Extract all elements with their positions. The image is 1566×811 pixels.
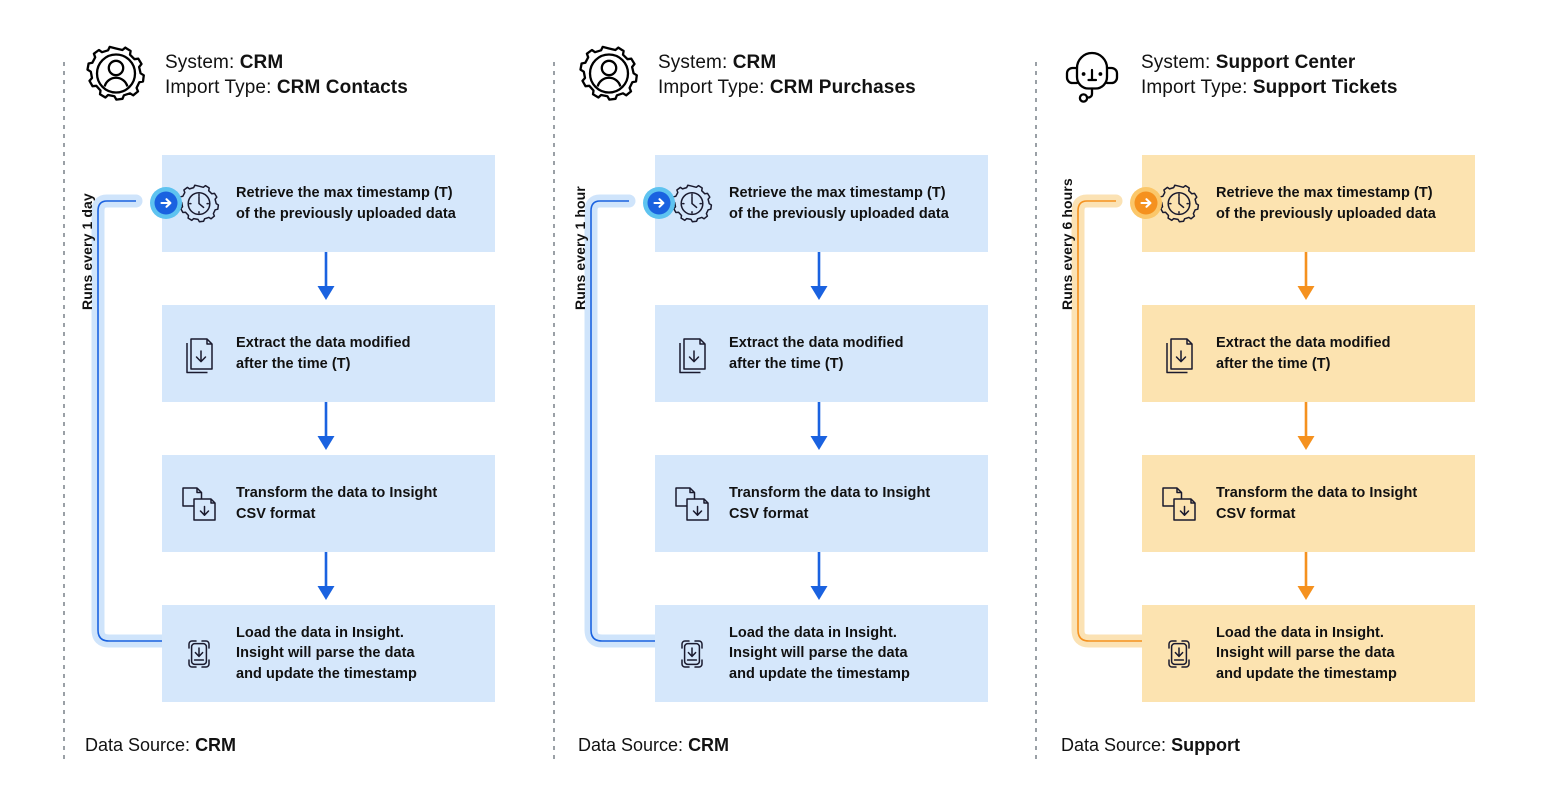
step-text: Load the data in Insight.Insight will pa…: [729, 624, 910, 682]
loopback-path: [583, 175, 663, 680]
divider-1: [553, 62, 555, 762]
column-header: System: Support Center Import Type: Supp…: [1061, 44, 1398, 106]
document-transform-icon: [178, 483, 220, 525]
data-source-footer: Data Source: CRM: [85, 735, 237, 755]
divider-left: [63, 62, 65, 762]
step-retrieve[interactable]: Retrieve the max timestamp (T)of the pre…: [643, 155, 988, 252]
column-header: System: CRM Import Type: CRM Purchases: [578, 44, 916, 106]
user-gear-icon: [578, 44, 640, 106]
document-transform-icon: [1158, 483, 1200, 525]
loopback-path: [1070, 175, 1150, 680]
start-arrow-icon: [146, 183, 186, 223]
start-arrow-icon: [639, 183, 679, 223]
step-retrieve[interactable]: Retrieve the max timestamp (T)of the pre…: [1130, 155, 1475, 252]
column-header-text: System: CRM Import Type: CRM Purchases: [658, 50, 916, 100]
step-list: Retrieve the max timestamp (T)of the pre…: [150, 155, 495, 702]
data-source-footer: Data Source: CRM: [578, 735, 730, 755]
pipeline-column-crm-contacts: System: CRM Import Type: CRM Contacts Ru…: [63, 0, 535, 811]
box-download-icon: [1158, 633, 1200, 675]
arrow-connector: [655, 552, 988, 605]
divider-2: [1035, 62, 1037, 762]
data-source-footer: Data Source: Support: [1061, 735, 1241, 755]
arrow-connector: [162, 552, 495, 605]
box-download-icon: [178, 633, 220, 675]
step-text: Retrieve the max timestamp (T)of the pre…: [729, 184, 949, 222]
headset-agent-icon: [1061, 44, 1123, 106]
step-load[interactable]: Load the data in Insight.Insight will pa…: [162, 605, 495, 702]
system-line: System: CRM: [165, 51, 284, 73]
system-line: System: CRM: [658, 51, 777, 73]
arrow-connector: [655, 402, 988, 455]
step-text: Retrieve the max timestamp (T)of the pre…: [1216, 184, 1436, 222]
column-header-text: System: CRM Import Type: CRM Contacts: [165, 50, 408, 100]
import-type-line: Import Type: CRM Contacts: [165, 77, 408, 98]
column-header-text: System: Support Center Import Type: Supp…: [1141, 50, 1398, 100]
column-header: System: CRM Import Type: CRM Contacts: [85, 44, 408, 106]
pipeline-column-crm-purchases: System: CRM Import Type: CRM Purchases R…: [556, 0, 1028, 811]
arrow-connector: [162, 402, 495, 455]
start-arrow-icon: [1126, 183, 1166, 223]
step-retrieve[interactable]: Retrieve the max timestamp (T)of the pre…: [150, 155, 495, 252]
schedule-label: Runs every 1 hour: [572, 186, 588, 310]
arrow-connector: [1142, 552, 1475, 605]
step-load[interactable]: Load the data in Insight.Insight will pa…: [1142, 605, 1475, 702]
pipeline-column-support-tickets: System: Support Center Import Type: Supp…: [1043, 0, 1518, 811]
loopback-path: [90, 175, 170, 680]
gear-clock-icon: [1158, 183, 1200, 225]
document-download-icon: [671, 333, 713, 375]
import-type-line: Import Type: CRM Purchases: [658, 77, 916, 98]
step-list: Retrieve the max timestamp (T)of the pre…: [1130, 155, 1475, 702]
arrow-connector: [655, 252, 988, 305]
step-text: Retrieve the max timestamp (T)of the pre…: [236, 184, 456, 222]
box-download-icon: [671, 633, 713, 675]
step-list: Retrieve the max timestamp (T)of the pre…: [643, 155, 988, 702]
gear-clock-icon: [671, 183, 713, 225]
arrow-connector: [1142, 252, 1475, 305]
gear-clock-icon: [178, 183, 220, 225]
step-load[interactable]: Load the data in Insight.Insight will pa…: [655, 605, 988, 702]
step-text: Load the data in Insight.Insight will pa…: [1216, 624, 1397, 682]
user-gear-icon: [85, 44, 147, 106]
document-download-icon: [1158, 333, 1200, 375]
document-transform-icon: [671, 483, 713, 525]
import-type-line: Import Type: Support Tickets: [1141, 77, 1398, 98]
arrow-connector: [1142, 402, 1475, 455]
arrow-connector: [162, 252, 495, 305]
step-text: Load the data in Insight.Insight will pa…: [236, 624, 417, 682]
system-line: System: Support Center: [1141, 51, 1356, 73]
schedule-label: Runs every 1 day: [79, 193, 95, 310]
document-download-icon: [178, 333, 220, 375]
schedule-label: Runs every 6 hours: [1059, 178, 1075, 310]
